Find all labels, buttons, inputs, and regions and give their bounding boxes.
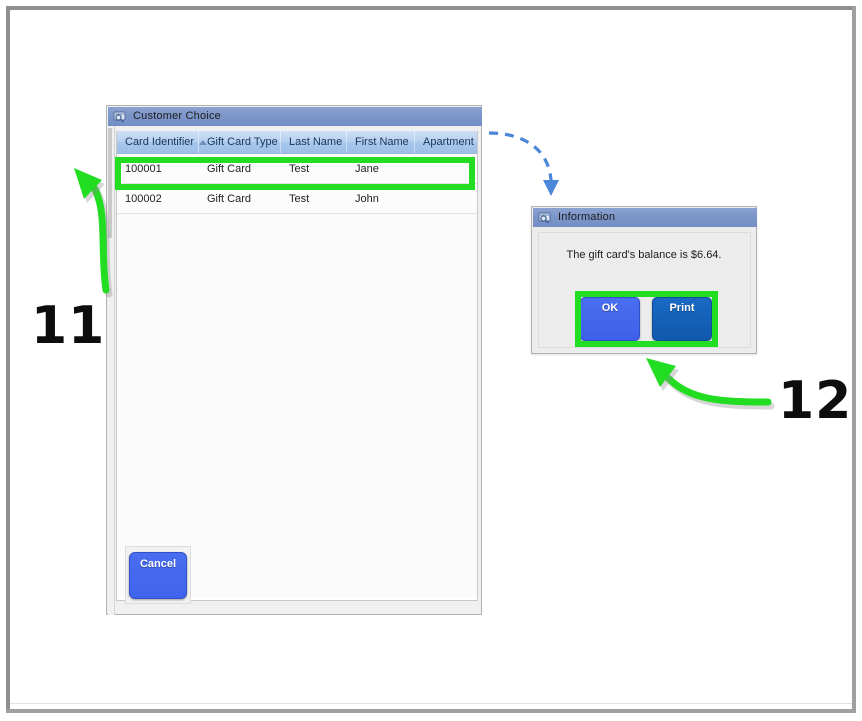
frame-border-right	[852, 6, 856, 713]
information-dialog-title: Information	[558, 211, 616, 223]
column-header-label: Last Name	[289, 136, 343, 148]
frame-inner-line	[10, 703, 852, 704]
customer-choice-titlebar[interactable]: Customer Choice	[108, 107, 482, 126]
ok-button[interactable]: OK	[580, 297, 640, 341]
cell-last-name: Test	[289, 192, 310, 205]
ok-button-label: OK	[601, 302, 619, 314]
annotation-step-number-11: 11	[31, 296, 106, 356]
frame-border-bottom	[6, 709, 856, 713]
column-header-card-identifier[interactable]: Card Identifier	[117, 131, 208, 153]
information-dialog: Information	[531, 206, 757, 354]
print-button[interactable]: Print	[652, 297, 712, 341]
table-row[interactable]: 100002 Gift Card Test John	[117, 184, 477, 214]
cell-gift-card-type: Gift Card	[207, 162, 252, 175]
column-header-first-name[interactable]: First Name	[347, 131, 415, 153]
column-header-label: Gift Card Type	[207, 136, 278, 148]
cell-gift-card-type: Gift Card	[207, 192, 252, 205]
column-header-apartment[interactable]: Apartment	[415, 131, 477, 153]
vertical-scrollbar-track[interactable]	[108, 126, 115, 615]
annotation-step-number-12: 12	[778, 371, 853, 431]
cell-apartment	[415, 154, 477, 183]
frame-border-top	[6, 6, 856, 10]
sort-ascending-icon	[199, 139, 208, 145]
column-header-label: Apartment	[423, 136, 474, 148]
cell-last-name: Test	[289, 162, 310, 175]
cell-first-name: Jane	[355, 162, 379, 175]
grid-empty-area	[117, 214, 477, 598]
cell-first-name: John	[355, 192, 379, 205]
cancel-button-label: Cancel	[139, 558, 177, 570]
print-button-label: Print	[669, 302, 695, 314]
customer-choice-window: Customer Choice Card Identifier Gift Car…	[106, 105, 482, 615]
grid-header-row: Card Identifier Gift Card Type Last Name…	[117, 131, 477, 154]
app-window-icon	[538, 210, 552, 224]
column-header-label: Card Identifier	[125, 136, 195, 148]
cell-card-identifier: 100001	[125, 162, 162, 175]
column-header-gift-card-type[interactable]: Gift Card Type	[199, 131, 281, 153]
table-row[interactable]: 100001 Gift Card Test Jane	[117, 154, 477, 184]
column-header-label: First Name	[355, 136, 409, 148]
gift-card-grid: Card Identifier Gift Card Type Last Name…	[116, 131, 478, 601]
customer-choice-title: Customer Choice	[133, 110, 221, 122]
balance-message: The gift card's balance is $6.64.	[566, 249, 722, 261]
app-window-icon	[113, 109, 127, 123]
frame-border-left	[6, 6, 10, 713]
column-header-last-name[interactable]: Last Name	[281, 131, 347, 153]
cell-apartment	[415, 184, 477, 213]
information-dialog-titlebar[interactable]: Information	[533, 208, 757, 227]
cancel-button[interactable]: Cancel	[129, 552, 187, 599]
vertical-scrollbar-thumb[interactable]	[108, 128, 112, 238]
cell-card-identifier: 100002	[125, 192, 162, 205]
